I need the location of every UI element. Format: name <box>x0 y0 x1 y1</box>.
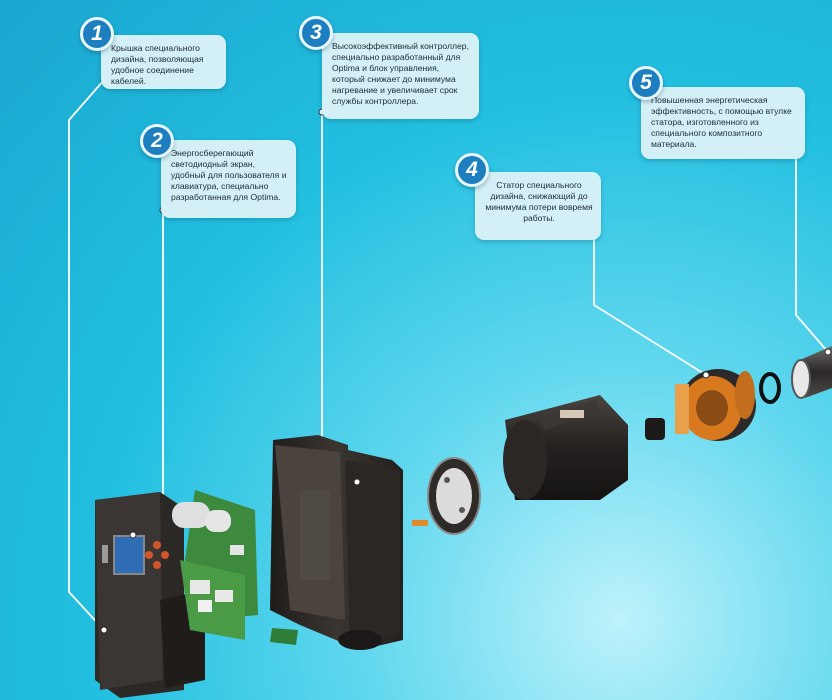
badge-4: 4 <box>455 153 489 187</box>
leader-line-3 <box>321 112 358 483</box>
callout-5: Повышенная энергетическая эффективность,… <box>641 87 805 159</box>
stator-sleeve <box>791 346 832 399</box>
callout-2-text: Энергосберегающий светодиодный экран, уд… <box>171 148 287 202</box>
leader-dot-2-end <box>129 531 137 539</box>
front-cover <box>95 492 205 698</box>
leader-line-5 <box>795 152 829 353</box>
callout-3-text: Высокоэффективный контроллер, специально… <box>332 41 469 106</box>
leader-line-4 <box>593 233 707 376</box>
badge-3: 3 <box>299 16 333 50</box>
callout-2: Энергосберегающий светодиодный экран, уд… <box>161 140 296 218</box>
leader-dot-1-end <box>100 626 108 634</box>
leader-line-2 <box>132 210 164 536</box>
leader-dot-5-end <box>824 348 832 356</box>
badge-5: 5 <box>629 66 663 100</box>
callout-1-text: Крышка специального дизайна, позволяющая… <box>111 43 204 86</box>
callout-1: Крышка специального дизайна, позволяющая… <box>101 35 226 89</box>
callout-5-text: Повышенная энергетическая эффективность,… <box>651 95 792 149</box>
stator <box>675 369 756 441</box>
callout-4-text: Статор специального дизайна, снижающий д… <box>485 180 593 223</box>
controller-pcb <box>172 490 298 645</box>
badge-2: 2 <box>140 124 174 158</box>
callout-4: Статор специального дизайна, снижающий д… <box>475 172 601 240</box>
leader-dot-4-end <box>702 371 710 379</box>
o-ring <box>759 372 781 404</box>
motor-body <box>503 395 628 500</box>
rotor-magnet <box>645 418 665 440</box>
controller-plate <box>412 457 481 535</box>
badge-1: 1 <box>80 17 114 51</box>
controller-housing <box>270 435 403 650</box>
callout-3: Высокоэффективный контроллер, специально… <box>322 33 479 119</box>
leader-line-1 <box>68 79 105 631</box>
leader-dot-3-end <box>353 478 361 486</box>
